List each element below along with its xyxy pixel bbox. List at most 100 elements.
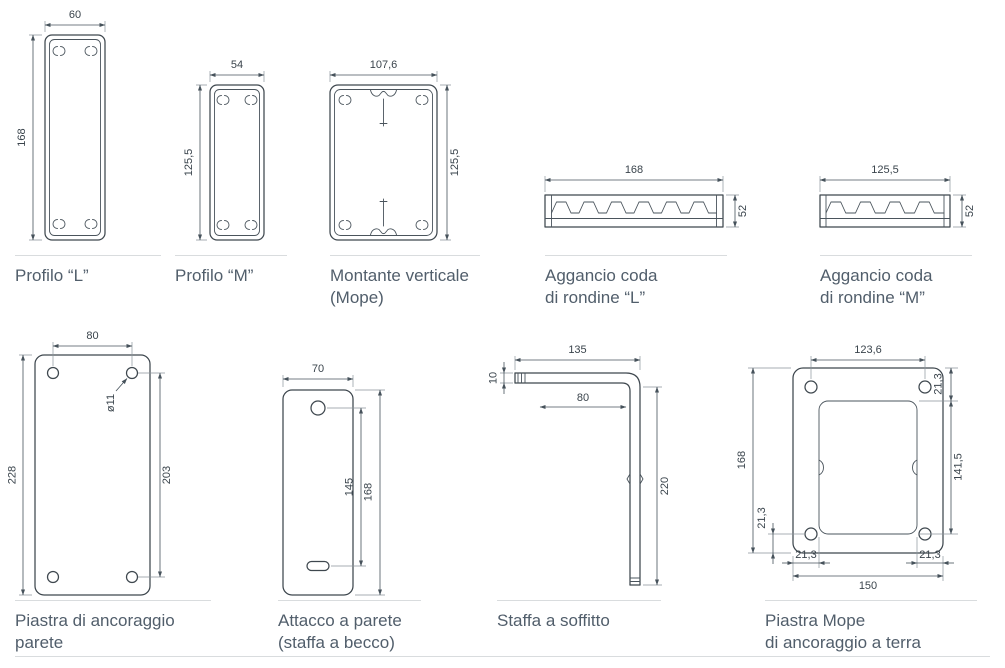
dim-label: 125,5 [449, 149, 461, 177]
bracket-outer-edge [514, 372, 641, 586]
aggancio-m-drawing: 125,5 52 [819, 164, 976, 228]
end-serration [629, 577, 641, 582]
corner-clip [52, 46, 66, 56]
caption-piastra-parete: Piastra di ancoraggio parete [15, 600, 211, 654]
width-dimension: 107,6 [329, 59, 438, 82]
dim-label: 145 [344, 478, 356, 496]
dim-label: 125,5 [183, 149, 195, 177]
dim-label: 21,3 [919, 549, 940, 561]
hole-diameter-callout: ø11 [105, 378, 128, 412]
dim-label: 21,3 [756, 507, 768, 528]
dim-label: 203 [161, 466, 173, 484]
dim-label: 168 [363, 483, 375, 501]
dovetail-socket [370, 228, 397, 236]
aggancio-l-drawing: 168 52 [544, 164, 749, 228]
profile-inner-wall [214, 89, 260, 236]
height-dimension: 168 [16, 34, 42, 241]
caption-text: Piastra Mope [765, 611, 866, 630]
inner-span-dimension: 80 [539, 392, 627, 410]
profile-outline [44, 34, 106, 241]
bar-outline [544, 194, 724, 228]
profile-outline [329, 84, 438, 241]
corner-clip [338, 95, 352, 105]
dim-label: 21,3 [933, 373, 945, 394]
bracket-inner-edge [514, 382, 631, 586]
height-dimension: 168 [355, 389, 385, 596]
dim-label: 228 [7, 466, 19, 484]
caption-text: di rondine “L” [545, 288, 646, 308]
corner-clip [84, 46, 98, 56]
dim-label: 220 [659, 477, 671, 495]
corner-clip [338, 220, 352, 230]
height-dimension: 220 [643, 386, 671, 586]
plate-outline [792, 367, 944, 554]
corner-clip [244, 95, 258, 105]
height-dimension: 125,5 [183, 84, 207, 241]
hole [46, 366, 60, 380]
dim-label: 135 [568, 344, 586, 356]
height-dimension: 125,5 [440, 84, 461, 241]
hole [310, 400, 326, 416]
profile-outline [209, 84, 265, 241]
side-notches [818, 459, 918, 476]
caption-text: Profilo “M” [175, 266, 254, 285]
dim-label: 80 [86, 330, 98, 342]
dim-label: 60 [69, 9, 81, 21]
left-bottom-dimension: 21,3 [756, 507, 804, 564]
joint-notch [626, 473, 644, 485]
hole [918, 380, 932, 394]
caption-text: di rondine “M” [820, 288, 925, 308]
dovetail-teeth [551, 201, 717, 214]
corner-clip [244, 220, 258, 230]
thickness-dimension: 10 [488, 362, 513, 394]
caption-profilo-l: Profilo “L” [15, 255, 161, 287]
height-dimension: 52 [726, 194, 749, 228]
caption-text: Aggancio coda [545, 266, 658, 285]
dim-label: 10 [488, 372, 500, 384]
top-span-dimension: 135 [514, 344, 641, 370]
corner-clip [216, 95, 230, 105]
profile-inner-wall [49, 39, 101, 236]
corner-clip [415, 220, 429, 230]
attacco-parete-drawing: 70 145 168 [282, 363, 385, 596]
corner-clip [52, 219, 66, 229]
bar-base-lines [544, 194, 724, 228]
height-dimension: 52 [953, 194, 976, 228]
end-serration [517, 372, 526, 384]
left-height-dimension: 168 [736, 367, 791, 554]
slot [306, 560, 330, 572]
width-dimension: 168 [544, 164, 724, 192]
profilo-l-drawing: 60 168 [16, 9, 106, 241]
plate-outline [282, 389, 354, 596]
hole [804, 527, 818, 541]
hole-span-dimension: 203 [138, 372, 173, 578]
dim-label: 52 [964, 205, 976, 217]
caption-text: parete [15, 633, 64, 653]
caption-text: Piastra di ancoraggio [15, 611, 175, 630]
dim-label: 70 [312, 363, 324, 375]
dim-label: ø11 [105, 394, 117, 412]
bottom-divider [15, 656, 990, 657]
dim-label: 141,5 [953, 453, 965, 481]
caption-piastra-mope: Piastra Mope di ancoraggio a terra [765, 600, 977, 654]
width-dimension: 80 [52, 330, 133, 366]
width-dimension: 54 [209, 59, 265, 82]
profile-inner-wall [334, 89, 433, 236]
width-dimension: 70 [282, 363, 354, 387]
dim-label: 168 [736, 451, 748, 469]
caption-aggancio-l: Aggancio coda di rondine “L” [545, 255, 727, 309]
caption-text: Montante verticale [330, 266, 469, 285]
corner-clip [415, 95, 429, 105]
dim-label: 123,6 [854, 344, 882, 356]
caption-montante: Montante verticale (Mope) [330, 255, 480, 309]
bottom-dimension-chain: 21,3 21,3 150 [782, 537, 954, 592]
outer-height-dimension: 228 [7, 354, 32, 596]
caption-text: Attacco a parete [278, 611, 402, 630]
dim-label: 52 [737, 205, 749, 217]
hole-to-slot-dimension: 145 [327, 407, 366, 567]
caption-text: Profilo “L” [15, 266, 89, 285]
dim-label: 168 [625, 164, 643, 176]
dim-label: 168 [16, 128, 28, 146]
